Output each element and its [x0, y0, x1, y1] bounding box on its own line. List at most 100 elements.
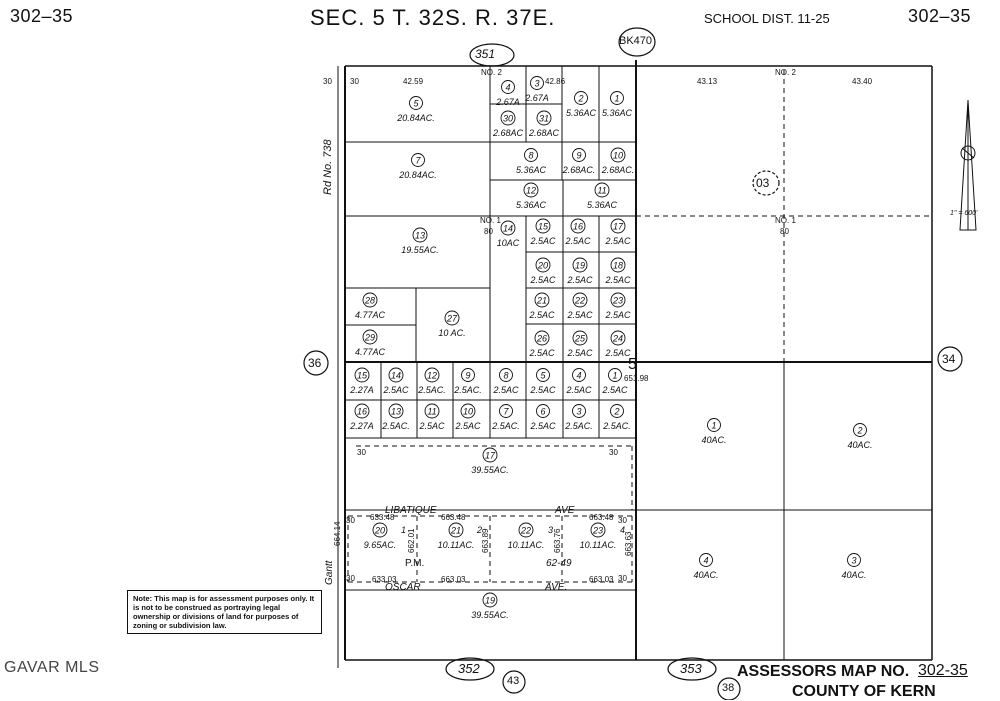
parcel-number-circle — [574, 91, 588, 105]
parcel-17: 172.5AC — [604, 218, 631, 246]
parcel-15: 152.5AC — [529, 218, 556, 246]
parcel-22: 222.5AC — [566, 292, 593, 320]
parcel-number: 25 — [574, 334, 586, 344]
parcel-number: 7 — [503, 407, 509, 417]
parcel-number-circle — [460, 403, 476, 419]
parcel-area: 2.5AC — [492, 385, 519, 395]
parcel-30: 302.68AC — [492, 110, 524, 138]
parcel-number-circle — [499, 368, 513, 382]
parcel-4: 42.5AC — [565, 368, 592, 395]
parcel-area: 5.36AC — [602, 108, 633, 118]
parcel-area: 5.36AC — [587, 200, 618, 210]
parcel-number: 28 — [364, 296, 375, 306]
parcel-number: 16 — [573, 222, 583, 232]
parcel-area: 2.5AC. — [564, 421, 593, 431]
pm-lot-number: 1 — [401, 525, 406, 535]
parcel-number-circle — [610, 257, 626, 273]
parcel-number-circle — [536, 404, 550, 418]
parcel-number: 5 — [413, 99, 419, 109]
parcel-area: 2.68AC — [492, 128, 524, 138]
parcel-number-circle — [424, 403, 440, 419]
dimension-label: 30 — [346, 516, 355, 525]
parcel-area: 2.5AC — [604, 275, 631, 285]
parcel-7: 720.84AC. — [398, 153, 437, 180]
neighbor-east: 34 — [942, 352, 956, 366]
parcel-number: 11 — [597, 186, 606, 196]
parcel-12: 122.5AC. — [417, 367, 446, 395]
parcel-number-circle — [853, 423, 867, 437]
parcel-number: 7 — [415, 156, 421, 166]
parcel-number-circle — [535, 218, 551, 234]
parcel-28: 28 4.77AC — [355, 292, 386, 320]
parcel-12: 125.36AC — [516, 182, 547, 210]
dimension-label: 30 — [350, 77, 359, 86]
parcel-14: 142.5AC — [382, 367, 409, 395]
section-center-number: 5 — [628, 356, 637, 373]
parcel-area: 2.27A — [349, 385, 374, 395]
parcel-area: 40AC. — [841, 570, 866, 580]
parcel-number: 20 — [537, 261, 548, 271]
parcel-area: 2.67A — [524, 93, 549, 103]
parcel-number-circle — [610, 91, 624, 105]
parcel-number-circle — [523, 182, 539, 198]
parcel-number: 13 — [391, 407, 401, 417]
parcel-10: 102.68AC. — [601, 147, 635, 175]
parcel-number: 5 — [540, 371, 546, 381]
parcel-number: 29 — [364, 333, 375, 343]
parcel-number-circle — [388, 367, 404, 383]
parcel-number: 2 — [577, 94, 583, 104]
map-number-left: 302–35 — [10, 6, 74, 26]
parcel-number-circle — [411, 153, 425, 167]
pm-label: P.M. — [405, 558, 425, 569]
dimension-label: 42.59 — [403, 77, 424, 86]
parcel-area: 2.68AC. — [601, 165, 635, 175]
road-label-libatique: LIBATIQUE — [385, 505, 437, 516]
dimension-label: NO. 2 — [775, 68, 796, 77]
parcel-number: 16 — [357, 407, 367, 417]
parcel-number-circle — [610, 147, 626, 163]
parcel-area: 19.55AC. — [401, 245, 439, 255]
parcel-number-circle — [500, 220, 516, 236]
dimension-label: 80 — [484, 227, 493, 236]
parcel-number: 17 — [485, 451, 496, 461]
parcel-number-circle — [500, 110, 516, 126]
parcel-number: 6 — [540, 407, 545, 417]
parcel-area: 2.5AC. — [381, 421, 410, 431]
parcel-area: 39.55AC. — [471, 610, 509, 620]
parcel-number: 2 — [856, 426, 862, 436]
parcel-7: 72.5AC. — [491, 404, 520, 431]
parcel-number: 9 — [465, 371, 470, 381]
parcel-number: 3 — [534, 79, 539, 89]
parcel-23: 232.5AC — [604, 292, 631, 320]
parcel-number: 21 — [536, 296, 547, 306]
parcel-number-circle — [534, 330, 550, 346]
parcel-number: 15 — [538, 222, 549, 232]
parcel-number-circle — [530, 76, 544, 90]
parcel-number-circle — [572, 292, 588, 308]
dimension-label: 80 — [780, 227, 789, 236]
parcel-number: 4 — [576, 371, 581, 381]
parcel-number-circle — [590, 522, 606, 538]
parcel-area: 5.36AC — [566, 108, 597, 118]
parcel-number-circle — [448, 522, 464, 538]
dimension-label: 662.01 — [407, 528, 416, 553]
assessor-map-label: ASSESSORS MAP NO. — [737, 663, 910, 680]
scale-label: 1" = 600' — [950, 210, 978, 217]
parcel-8: 85.36AC — [516, 148, 547, 175]
parcel-number-circle — [461, 368, 475, 382]
parcel-number-circle — [388, 403, 404, 419]
parcel-number: 8 — [503, 371, 508, 381]
parcel-area: 2.5AC — [604, 348, 631, 358]
dimension-label: 663.89 — [481, 528, 490, 553]
parcel-area: 4.77AC — [355, 310, 386, 320]
parcel-number: 20 — [374, 526, 385, 536]
dimension-label: 43.13 — [697, 77, 718, 86]
parcel-number-circle — [444, 310, 460, 326]
parcel-number: 23 — [592, 526, 603, 536]
road-label-gantt: Gantt — [324, 560, 335, 585]
